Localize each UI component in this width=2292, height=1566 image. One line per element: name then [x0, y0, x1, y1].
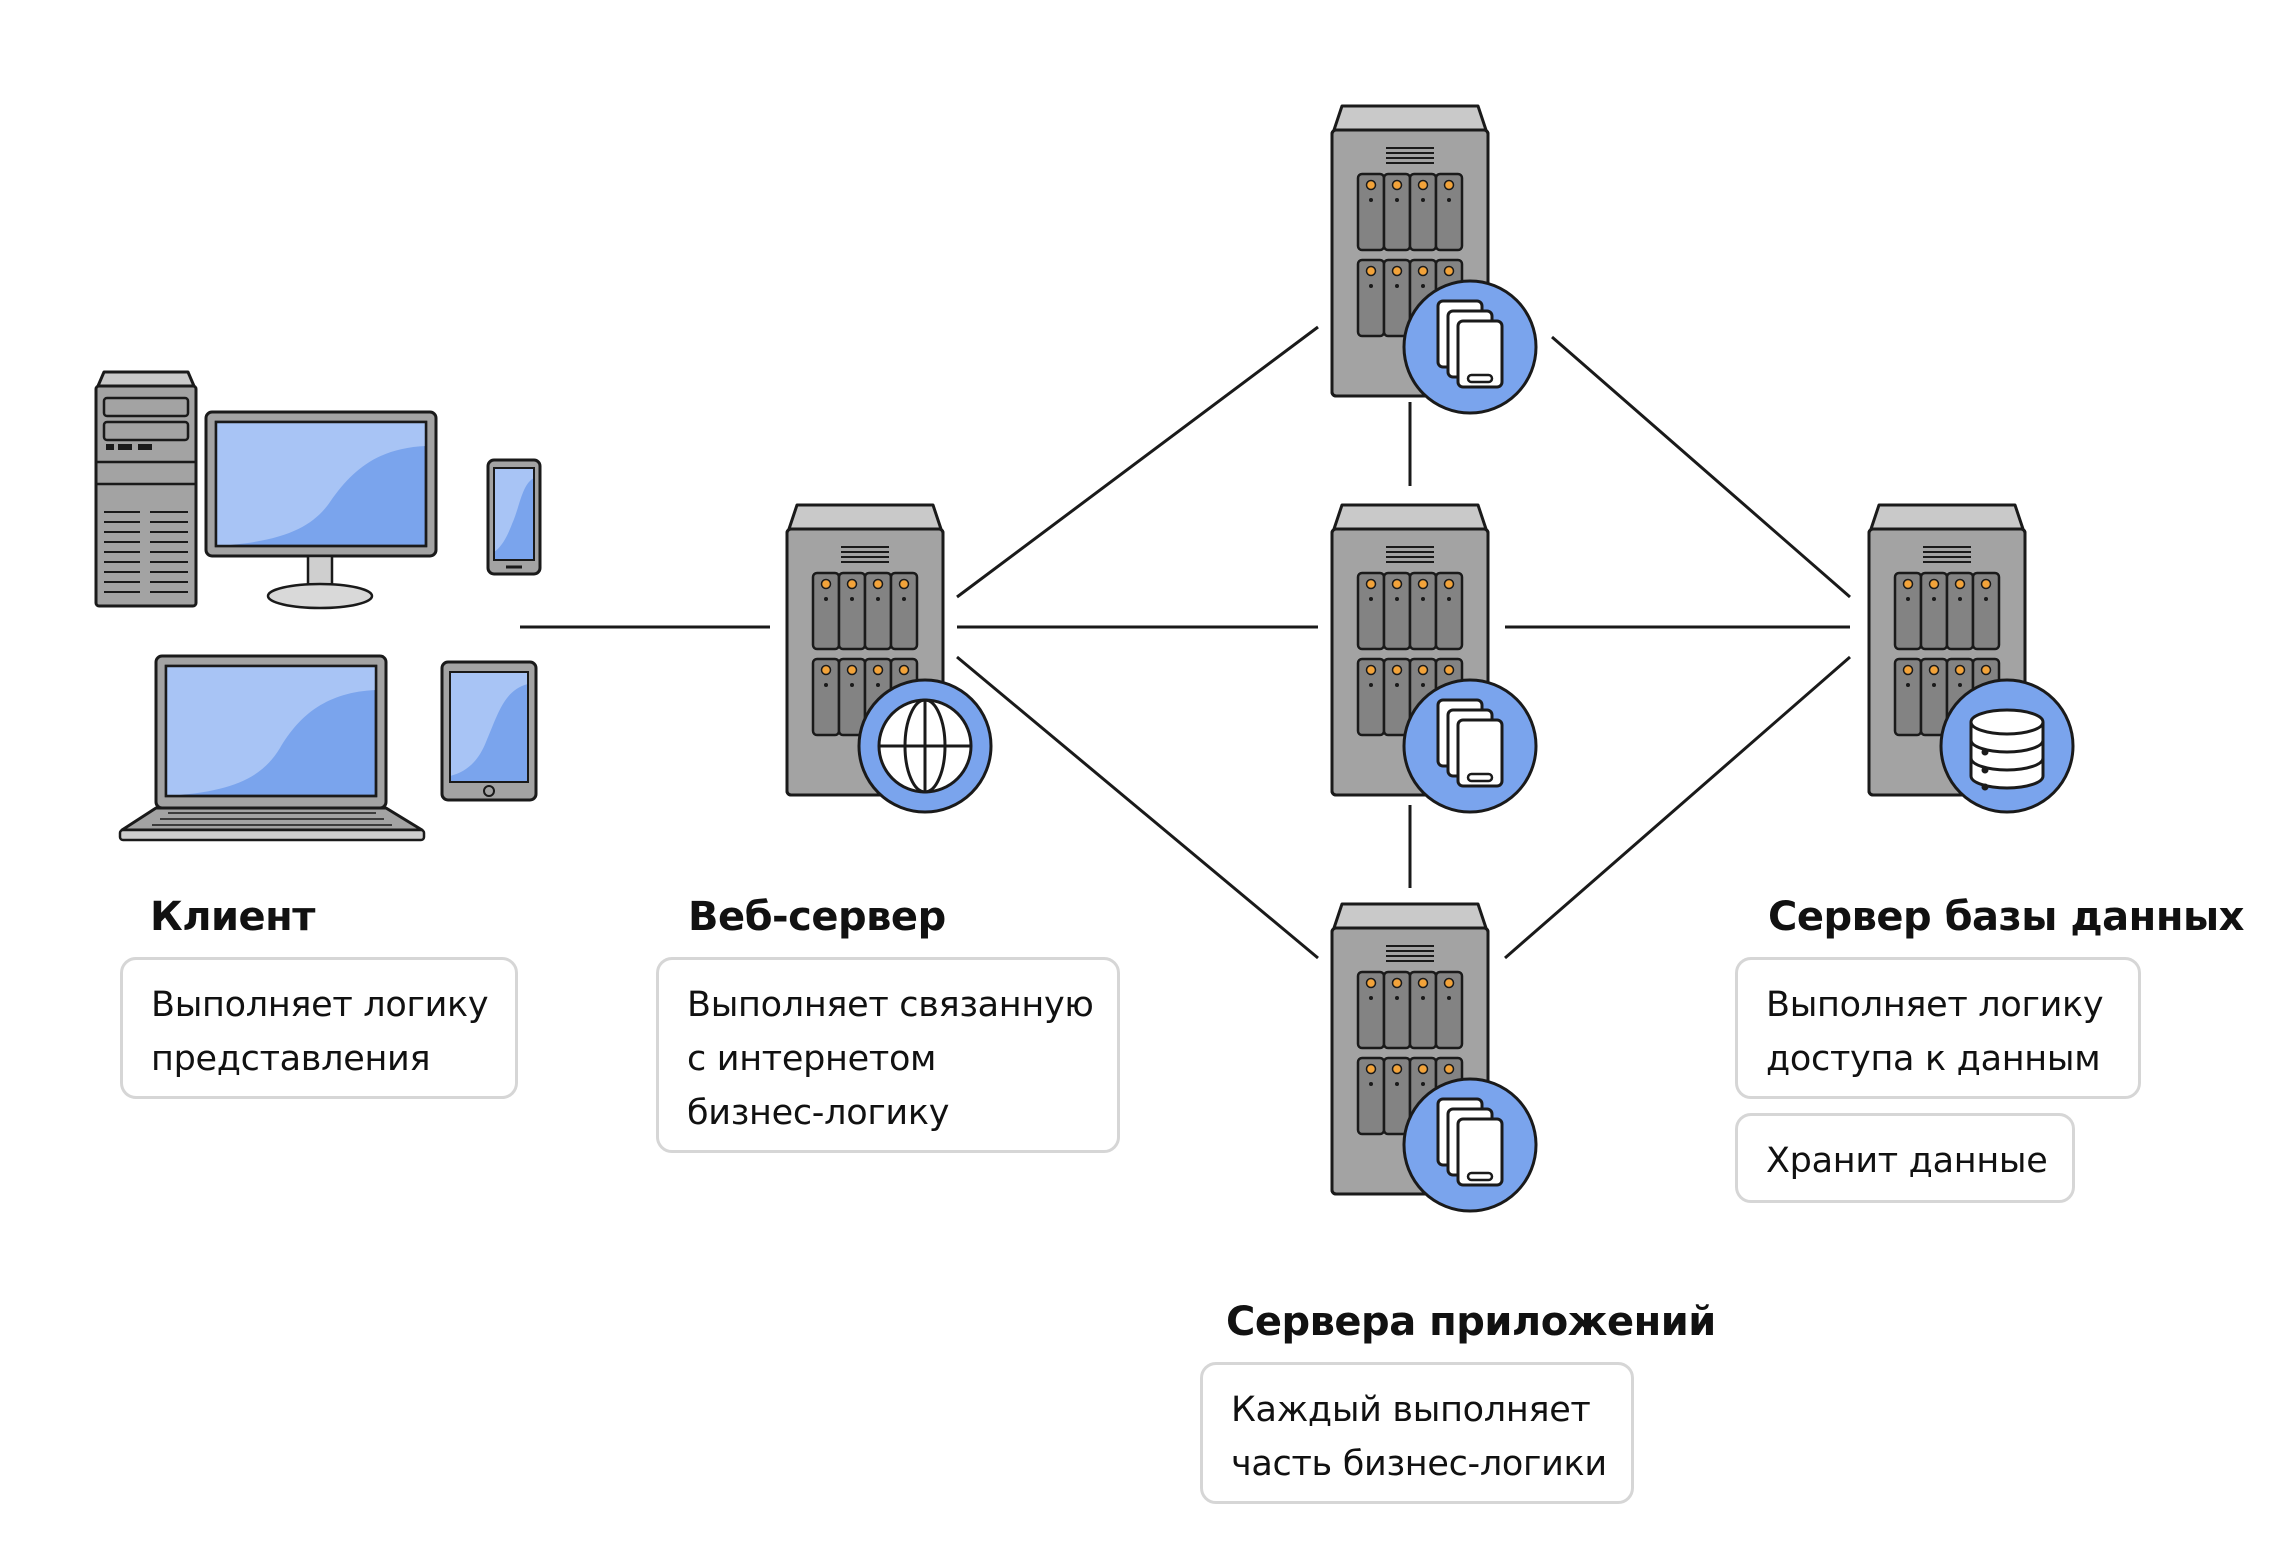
app-servers-description: Каждый выполняет часть бизнес-логики — [1200, 1362, 1634, 1504]
web-server-description-line: с интернетом — [687, 1039, 937, 1079]
client-heading: Клиент — [150, 894, 315, 940]
db-server-description: Выполняет логику доступа к данным — [1735, 957, 2141, 1099]
globe-icon — [857, 678, 993, 814]
tablet-icon — [440, 660, 538, 802]
link-app-top-db — [1551, 335, 1851, 599]
documents-icon — [1402, 279, 1538, 415]
documents-icon — [1402, 1077, 1538, 1213]
app-servers-heading: Сервера приложений — [1226, 1299, 1716, 1345]
client-description: Выполняет логику представления — [120, 957, 518, 1099]
db-server-storage-note: Хранит данные — [1735, 1113, 2075, 1203]
db-server-storage-line: Хранит данные — [1766, 1141, 2048, 1181]
app-servers-description-line: часть бизнес-логики — [1231, 1444, 1607, 1484]
client-devices — [94, 370, 542, 842]
web-server-heading: Веб-сервер — [688, 894, 946, 940]
laptop-icon — [118, 654, 426, 842]
db-server-heading: Сервер базы данных — [1768, 894, 2244, 940]
app-server-middle-icon — [1332, 505, 1538, 814]
documents-icon — [1402, 678, 1538, 814]
web-server-icon — [787, 505, 993, 814]
web-server-description-line: Выполняет связанную — [687, 985, 1094, 1025]
monitor-icon — [204, 410, 438, 610]
app-server-bottom-icon — [1332, 904, 1538, 1213]
desktop-tower-icon — [94, 370, 198, 608]
web-server-description: Выполняет связанную с интернетом бизнес-… — [656, 957, 1120, 1153]
db-server-description-line: доступа к данным — [1766, 1039, 2101, 1079]
smartphone-icon — [486, 458, 542, 576]
connection-lines — [520, 325, 1851, 960]
db-server-description-line: Выполняет логику — [1766, 985, 2104, 1025]
db-server-icon — [1869, 505, 2075, 814]
client-description-line: Выполняет логику — [151, 985, 489, 1025]
app-server-top-icon — [1332, 106, 1538, 415]
link-web-app-bottom — [956, 655, 1319, 960]
link-app-bottom-db — [1504, 655, 1851, 960]
web-server-description-line: бизнес-логику — [687, 1093, 950, 1133]
database-icon — [1939, 678, 2075, 814]
client-description-line: представления — [151, 1039, 431, 1079]
app-servers-description-line: Каждый выполняет — [1231, 1390, 1591, 1430]
link-web-app-top — [956, 325, 1319, 599]
